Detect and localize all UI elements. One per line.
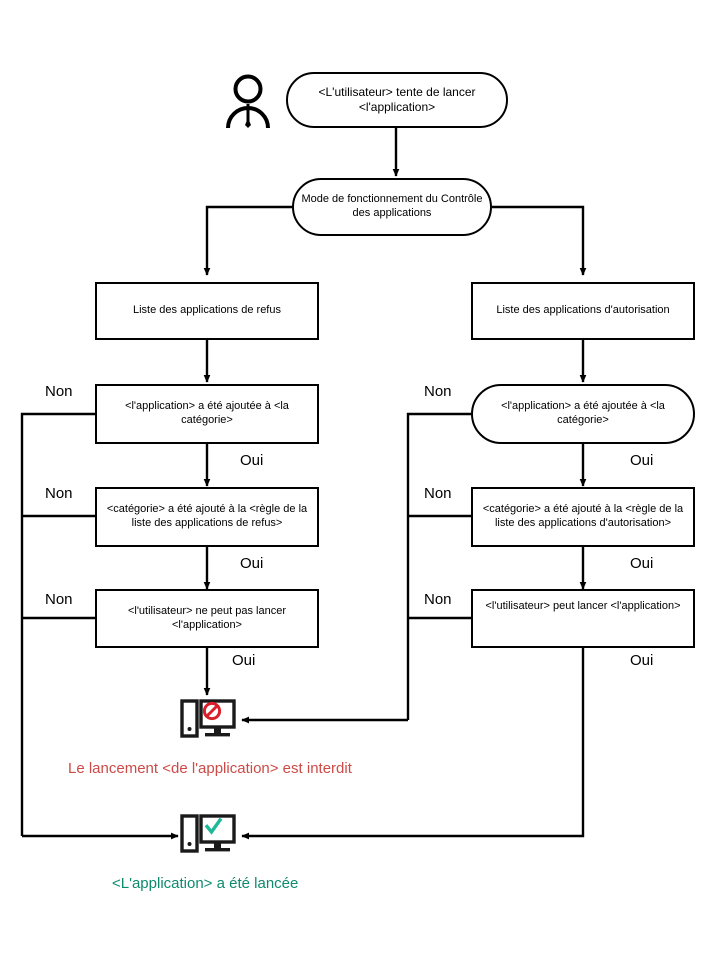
node-deny-app-added-label: <l'application> a été ajoutée à <la caté… [125,400,289,426]
label-right-yes-1: Oui [630,452,654,469]
node-allow-list[interactable]: Liste des applications d'autorisation [471,282,695,340]
node-mode[interactable]: Mode de fonctionnement du Contrôle des a… [292,178,492,236]
node-allow-category-added[interactable]: <catégorie> a été ajouté à la <règle de … [471,487,695,547]
label-left-yes-3: Oui [232,652,256,669]
node-start[interactable]: <L'utilisateur> tente de lancer <l'appli… [286,72,508,128]
label-right-yes-3: Oui [630,652,654,669]
node-mode-label: Mode de fonctionnement du Contrôle des a… [301,193,483,219]
node-allow-app-added[interactable]: <l'application> a été ajoutée à <la caté… [471,384,695,444]
edge-allow-user-to-allowed-icon [241,648,585,840]
edge-right-no-1 [406,412,471,720]
node-deny-app-added[interactable]: <l'application> a été ajoutée à <la caté… [95,384,319,444]
node-deny-user-cannot-launch[interactable]: <l'utilisateur> ne peut pas lancer <l'ap… [95,589,319,648]
label-right-yes-2: Oui [630,555,654,572]
label-left-yes-2: Oui [240,555,264,572]
node-allow-user-can-launch[interactable]: <l'utilisateur> peut lancer <l'applicati… [471,589,695,648]
node-deny-list[interactable]: Liste des applications de refus [95,282,319,340]
label-right-no-1: Non [424,383,452,400]
node-start-label: <L'utilisateur> tente de lancer <l'appli… [318,85,476,114]
node-allow-category-added-label: <catégorie> a été ajouté à la <règle de … [482,503,684,529]
node-deny-user-cannot-launch-label: <l'utilisateur> ne peut pas lancer <l'ap… [127,604,287,631]
label-left-no-1: Non [45,383,73,400]
node-allow-app-added-label: <l'application> a été ajoutée à <la caté… [501,400,665,426]
label-left-no-3: Non [45,591,73,608]
label-left-yes-1: Oui [240,452,264,469]
edge-mode-to-allow-list [492,205,587,276]
caption-launch-denied: Le lancement <de l'application> est inte… [68,760,352,777]
edge-mode-to-deny-list [203,205,296,276]
node-deny-category-added-label: <catégorie> a été ajouté à la <règle de … [106,503,308,529]
caption-launch-allowed: <L'application> a été lancée [112,875,299,892]
node-allow-user-can-launch-label: <l'utilisateur> peut lancer <l'applicati… [485,600,681,612]
label-right-no-3: Non [424,591,452,608]
user-actor-icon [226,74,270,129]
label-left-no-2: Non [45,485,73,502]
edge-left-no-1 [20,412,95,836]
label-right-no-2: Non [424,485,452,502]
node-allow-list-label: Liste des applications d'autorisation [496,304,670,317]
node-deny-list-label: Liste des applications de refus [133,304,281,317]
node-deny-category-added[interactable]: <catégorie> a été ajouté à la <règle de … [95,487,319,547]
computer-allowed-icon [180,814,236,853]
computer-denied-icon [180,699,236,738]
